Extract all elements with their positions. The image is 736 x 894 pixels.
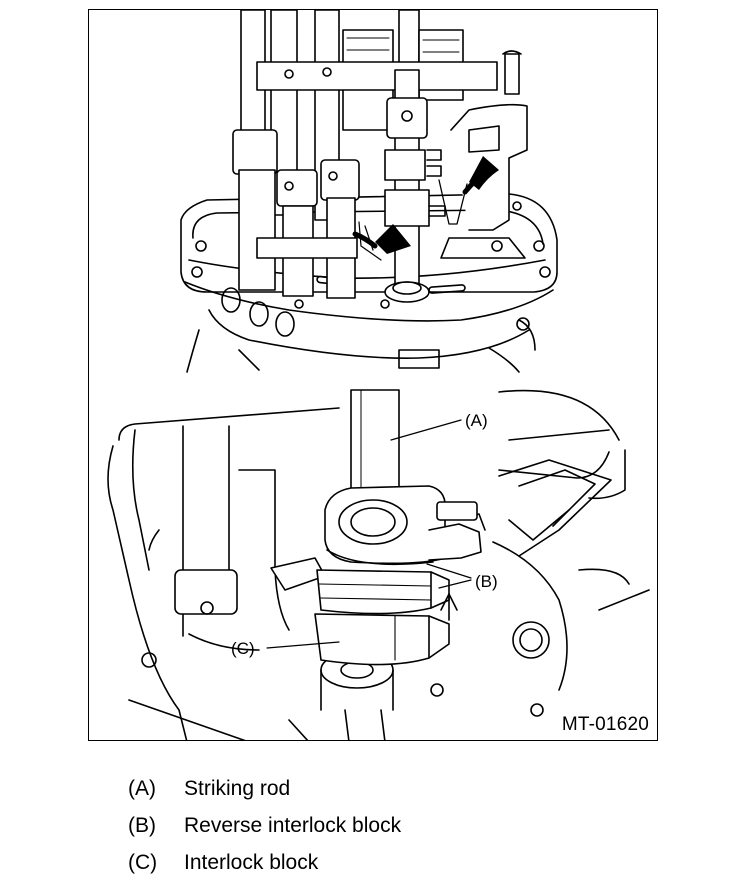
legend-text-c: Interlock block [184, 850, 319, 874]
callout-a: (A) [465, 411, 488, 430]
upper-view [180, 10, 558, 373]
legend-key-c: (C) [128, 850, 158, 874]
legend-item-a: (A) Striking rod [128, 770, 401, 807]
legend-key-b: (B) [128, 813, 156, 837]
legend-text-b: Reverse interlock block [184, 813, 402, 837]
legend-key-a: (A) [128, 776, 156, 800]
legend-item-b: (B) Reverse interlock block [128, 807, 401, 844]
figure-code: MT-01620 [561, 714, 649, 735]
legend-item-c: (C) Interlock block [128, 844, 401, 881]
lower-view [107, 389, 650, 740]
callout-b: (B) [475, 572, 498, 591]
legend-text-a: Striking rod [184, 776, 291, 800]
legend: (A) Striking rod (B) Reverse interlock b… [128, 770, 401, 881]
callout-c: (C) [231, 639, 255, 658]
illustration-frame: (A) (B) (C) MT-01620 [88, 9, 658, 741]
transmission-illustration: (A) (B) (C) [107, 10, 650, 740]
